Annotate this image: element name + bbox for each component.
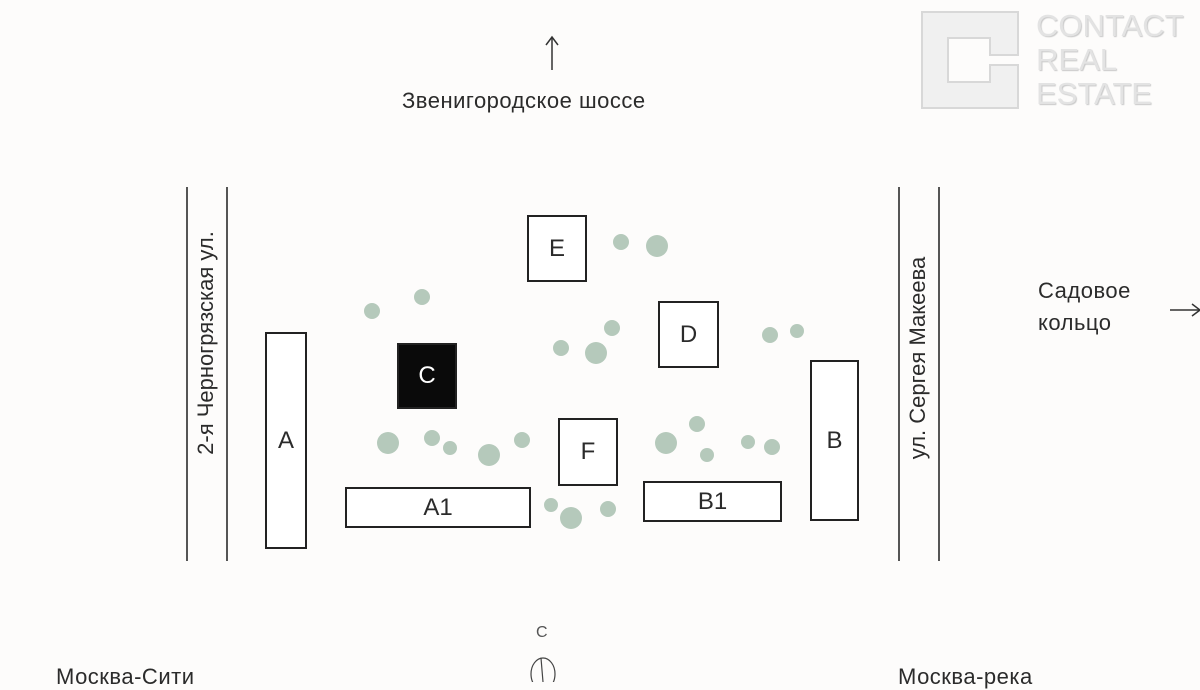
tree-icon [762,327,778,343]
building-f[interactable]: F [558,418,618,486]
east-street-label: ул. Сергея Макеева [905,256,930,460]
east-arrow-icon [1170,303,1200,317]
logo-line-2: REAL [1036,42,1117,77]
tree-icon [600,501,616,517]
compass-icon [530,657,556,682]
building-b1[interactable]: B1 [643,481,782,522]
tree-icon [790,324,804,338]
road-label-east-1: Садовое [1038,278,1131,303]
tree-icon [613,234,629,250]
road-label-southeast: Москва-река [898,664,1033,689]
tree-icon [514,432,530,448]
logo-line-1: CONTACT [1036,8,1184,43]
tree-icon [424,430,440,446]
tree-icon [443,441,457,455]
tree-icon [544,498,558,512]
building-a[interactable]: A [265,332,307,549]
tree-icon [689,416,705,432]
tree-icon [560,507,582,529]
road-label-east-2: кольцо [1038,310,1112,335]
tree-icon [764,439,780,455]
west-street-line [226,187,228,561]
road-label-southwest: Москва-Сити [56,664,195,689]
tree-icon [604,320,620,336]
east-street-line [898,187,900,561]
tree-icon [414,289,430,305]
west-street-label: 2-я Черногрязская ул. [193,231,218,455]
building-d[interactable]: D [658,301,719,368]
tree-icon [553,340,569,356]
tree-icon [585,342,607,364]
building-c[interactable]: C [397,343,457,409]
building-e[interactable]: E [527,215,587,282]
tree-icon [646,235,668,257]
tree-icon [741,435,755,449]
tree-icon [364,303,380,319]
road-label-north: Звенигородское шоссе [402,88,646,113]
building-a1[interactable]: A1 [345,487,531,528]
west-street-line [186,187,188,561]
logo-line-3: ESTATE [1036,76,1152,111]
tree-icon [655,432,677,454]
north-arrow-icon [545,35,559,70]
building-b[interactable]: B [810,360,859,521]
logo-c-mark-icon [921,11,1019,109]
tree-icon [700,448,714,462]
east-street-line [938,187,940,561]
tree-icon [478,444,500,466]
compass-label: С [536,624,548,641]
tree-icon [377,432,399,454]
contact-real-estate-logo: CONTACT REAL ESTATE [920,10,1200,110]
